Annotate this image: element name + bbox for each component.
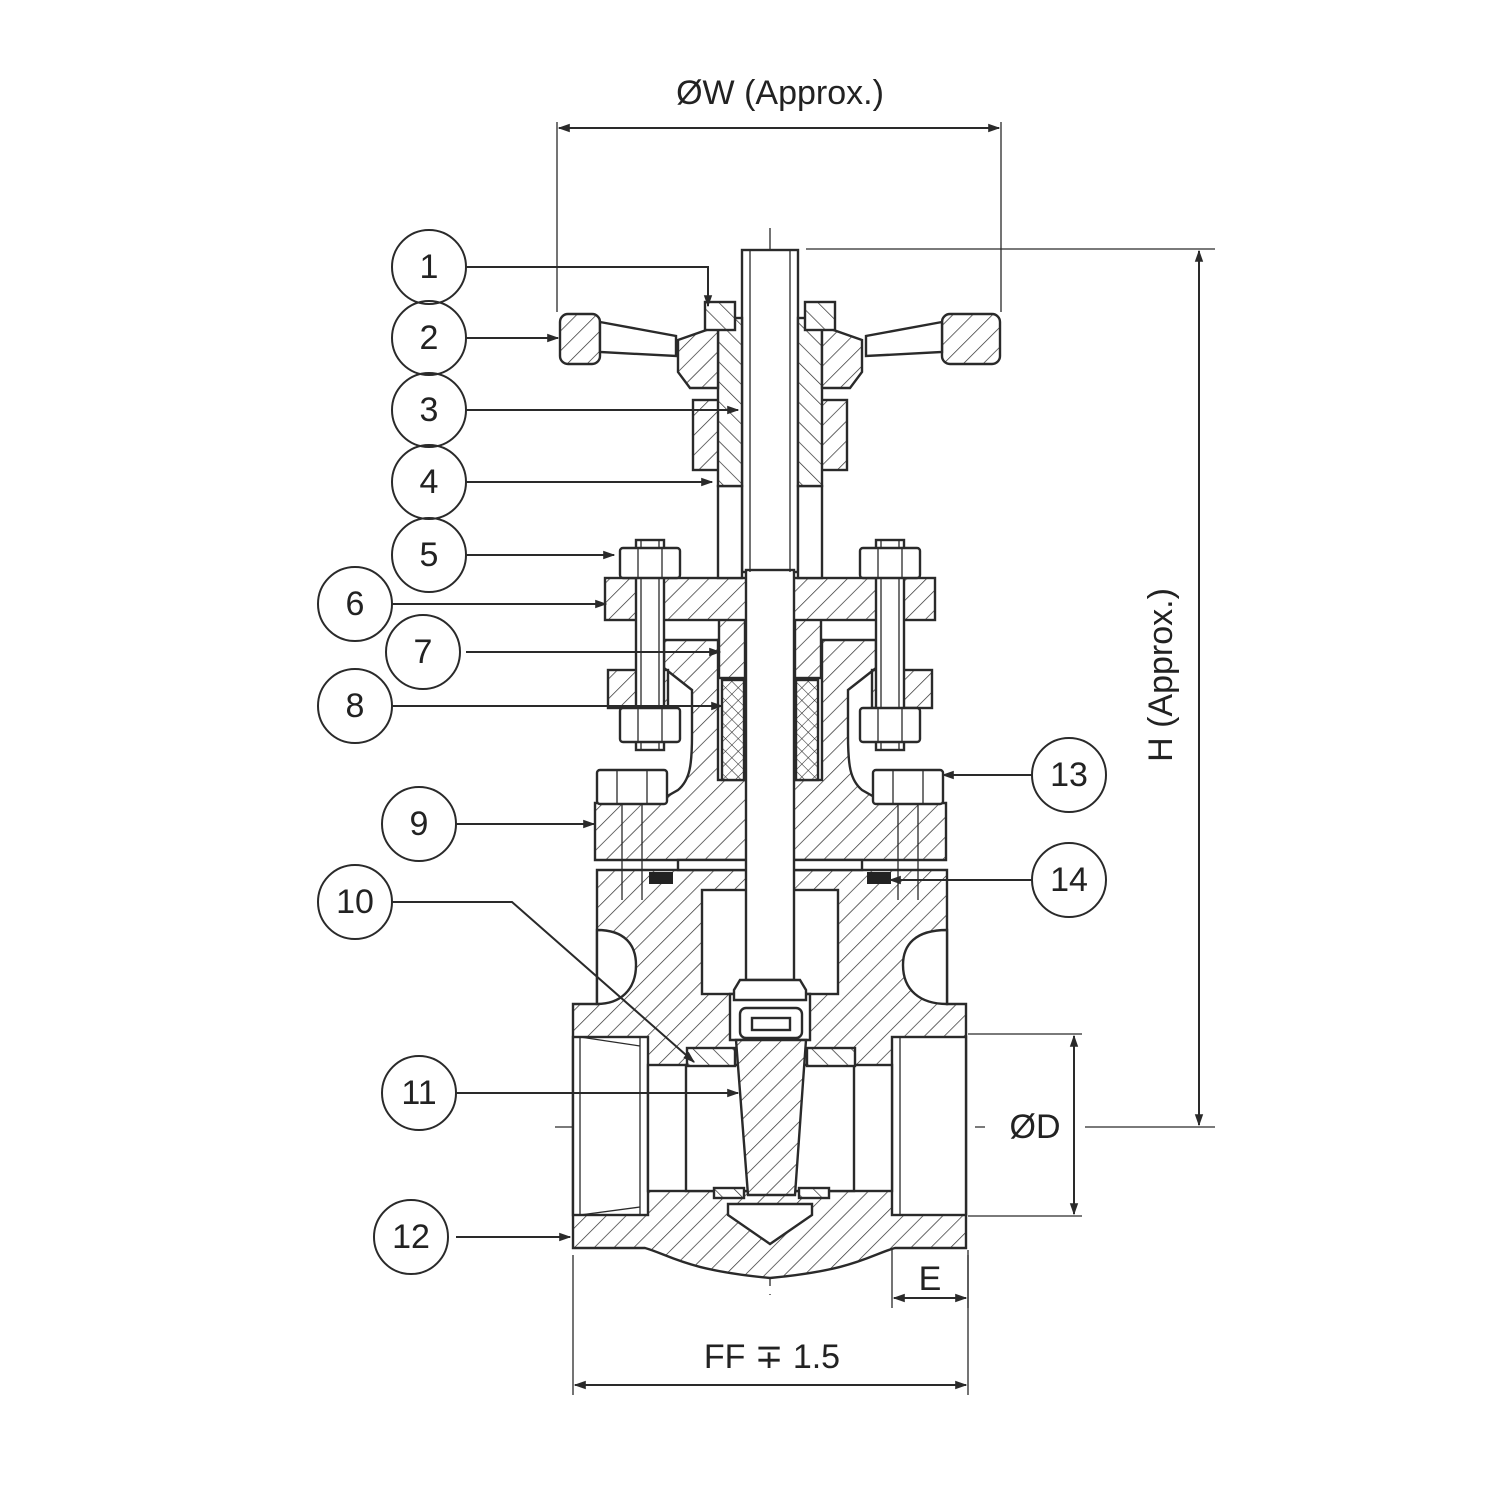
callout-13-label: 13 <box>1050 756 1088 794</box>
packing <box>720 678 820 782</box>
valve-stem <box>732 248 808 1002</box>
bore-label: ØD <box>1010 1108 1061 1146</box>
callout-8: 8 <box>317 668 393 744</box>
bonnet-bolts <box>595 768 945 900</box>
callout-8-label: 8 <box>346 687 365 725</box>
callout-7: 7 <box>385 614 461 690</box>
callout-leaders <box>392 266 1032 1242</box>
face-label: FF ∓ 1.5 <box>704 1338 840 1376</box>
right-gasket <box>867 872 891 884</box>
callout-9: 9 <box>381 786 457 862</box>
gate-wedge <box>685 1006 857 1200</box>
callout-2: 2 <box>391 300 467 376</box>
callout-6-label: 6 <box>346 585 365 623</box>
face-dimension: FF ∓ 1.5 <box>572 1255 969 1395</box>
callout-3-label: 3 <box>420 391 439 429</box>
bore-dimension: ØD <box>968 1033 1082 1217</box>
callout-4-label: 4 <box>420 463 439 501</box>
callout-5: 5 <box>391 517 467 593</box>
callout-12: 12 <box>373 1199 449 1275</box>
width-label: ØW (Approx.) <box>676 74 884 112</box>
left-gasket <box>649 872 673 884</box>
width-dimension: ØW (Approx.) <box>556 74 1002 312</box>
height-dimension: H (Approx.) <box>806 248 1215 1128</box>
callout-6: 6 <box>317 566 393 642</box>
callout-2-label: 2 <box>420 319 439 357</box>
callout-10: 10 <box>317 864 393 940</box>
gland-studs <box>618 538 922 752</box>
callout-11: 11 <box>381 1055 457 1131</box>
callout-14-label: 14 <box>1050 861 1088 899</box>
callout-1-label: 1 <box>420 248 439 286</box>
callout-13: 13 <box>1031 737 1107 813</box>
callout-10-label: 10 <box>336 883 374 921</box>
handwheel <box>558 300 1002 390</box>
callout-11-label: 11 <box>401 1074 436 1112</box>
height-label: H (Approx.) <box>1142 588 1180 762</box>
callout-9-label: 9 <box>410 805 429 843</box>
callout-7-label: 7 <box>414 633 433 671</box>
callout-14: 14 <box>1031 842 1107 918</box>
gland <box>717 616 823 680</box>
yoke-sleeve <box>716 484 824 580</box>
callout-4: 4 <box>391 444 467 520</box>
callout-1: 1 <box>391 229 467 305</box>
callout-12-label: 12 <box>392 1218 430 1256</box>
stem-nut <box>691 316 849 488</box>
callout-5-label: 5 <box>420 536 439 574</box>
callout-3: 3 <box>391 372 467 448</box>
end-label: E <box>919 1260 942 1298</box>
